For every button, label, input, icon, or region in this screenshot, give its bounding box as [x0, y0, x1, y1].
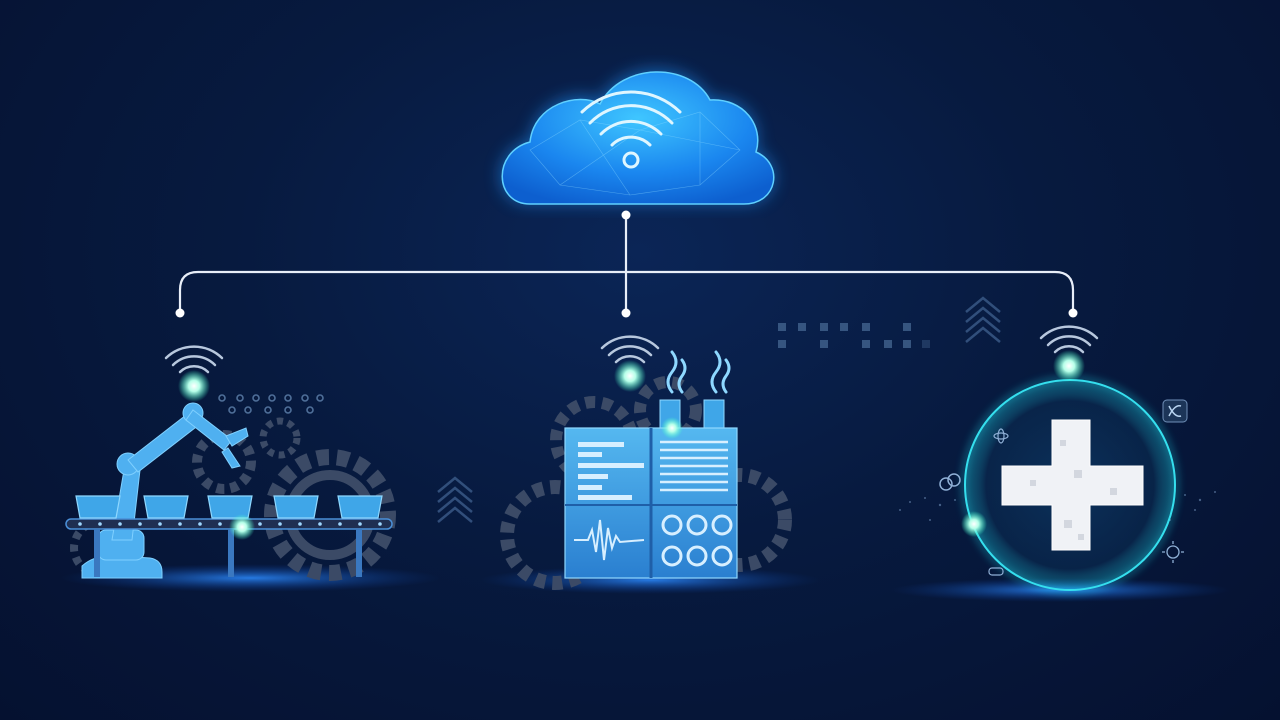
waveform-icon — [574, 519, 645, 561]
robot-arm-icon — [81, 402, 249, 579]
wifi-icon-healthcare — [1039, 325, 1099, 354]
virus-icon — [1162, 541, 1184, 563]
signal-glow-dot — [178, 370, 210, 402]
box-icon — [75, 495, 383, 519]
signal-glow-dot-2 — [229, 514, 255, 540]
screen-bars — [578, 442, 644, 500]
wifi-icon-manufacturing — [164, 345, 224, 374]
signal-glow-dot — [1053, 350, 1085, 382]
signal-glow-dot — [614, 360, 646, 392]
dial-icon — [661, 514, 733, 567]
wifi-icon-cloud — [580, 90, 682, 169]
signal-glow-dot-2 — [661, 417, 683, 439]
cloud-mesh — [529, 111, 741, 196]
healthcare-node — [890, 325, 1230, 602]
signal-glow-dot-2 — [961, 511, 987, 537]
connector-dots — [175, 210, 1078, 318]
particle-dust — [899, 491, 1216, 521]
wifi-icon-factory — [600, 335, 660, 364]
chevron-up-icon-right — [965, 296, 1001, 343]
pixel-pattern — [778, 323, 930, 348]
gear-icon-tiny — [259, 417, 301, 459]
medical-cross-icon — [1001, 419, 1144, 551]
smoke-icon — [666, 350, 731, 394]
cross-texture — [1030, 440, 1117, 540]
conveyor-belt — [65, 518, 393, 577]
connector-lines — [178, 215, 1075, 313]
manufacturing-node — [60, 345, 440, 592]
factory-machine-icon — [564, 427, 738, 579]
dna-icon — [1162, 399, 1188, 423]
cloud-node — [500, 68, 775, 205]
factory-node — [480, 335, 820, 594]
bandage-icon — [988, 567, 1004, 576]
chevron-up-icon — [437, 476, 473, 523]
dot-pattern — [218, 394, 324, 414]
atom-icon — [993, 428, 1009, 444]
gear-icon — [264, 449, 396, 581]
vent-lines — [660, 440, 728, 492]
pill-icon — [939, 473, 961, 491]
